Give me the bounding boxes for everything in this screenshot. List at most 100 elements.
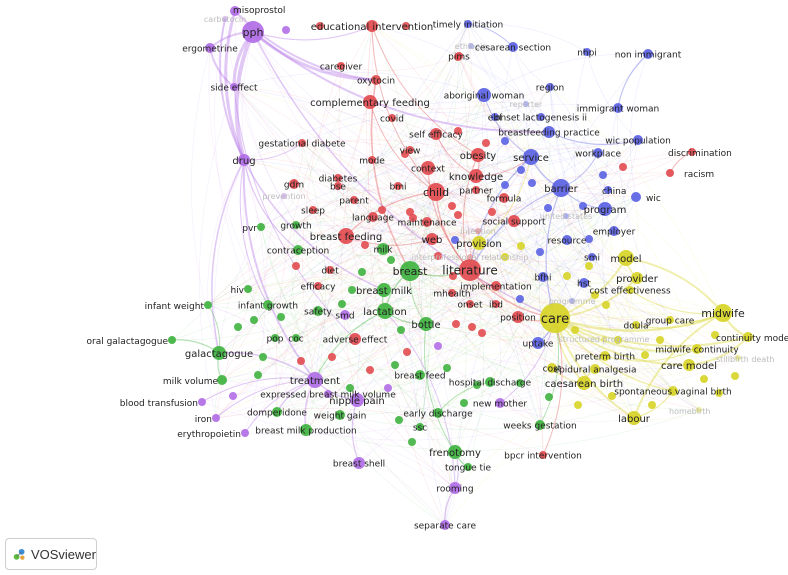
node-resource[interactable] <box>562 235 572 245</box>
unlabeled-node[interactable] <box>585 262 593 270</box>
node-wic[interactable] <box>631 192 641 202</box>
node-breast-milk-production[interactable] <box>300 424 312 436</box>
node-complementary-feeding[interactable] <box>363 95 377 109</box>
node-midwife-continuity[interactable] <box>692 344 702 354</box>
unlabeled-node[interactable] <box>452 320 460 328</box>
unlabeled-node[interactable] <box>406 208 414 216</box>
node-misoprostol[interactable] <box>230 6 240 16</box>
node-early-discharge[interactable] <box>433 408 443 418</box>
node-breast-milk[interactable] <box>377 283 391 297</box>
unlabeled-node[interactable] <box>711 331 719 339</box>
node-immigrant-woman[interactable] <box>613 103 623 113</box>
node-web[interactable] <box>426 233 438 245</box>
node-diabetes[interactable] <box>334 174 342 182</box>
node-milk-volume[interactable] <box>217 375 227 385</box>
unlabeled-node[interactable] <box>250 316 258 324</box>
unlabeled-node[interactable] <box>254 371 262 379</box>
node-labour[interactable] <box>627 411 641 425</box>
node-caregiver[interactable] <box>337 62 345 70</box>
node-implementation[interactable] <box>491 281 501 291</box>
node-galactagogue[interactable] <box>212 346 226 360</box>
node-wic-population[interactable] <box>633 135 643 145</box>
unlabeled-node[interactable] <box>602 301 610 309</box>
unlabeled-node[interactable] <box>259 353 267 361</box>
node-ergometrine[interactable] <box>205 43 215 53</box>
node-diet[interactable] <box>326 266 334 274</box>
node-expressed-breast-milk-volume[interactable] <box>324 390 332 398</box>
node-coc[interactable] <box>292 334 300 342</box>
node-interprofessional-relationship[interactable] <box>467 254 473 260</box>
node-partner[interactable] <box>472 186 480 194</box>
node-discrimination[interactable] <box>688 148 696 156</box>
node-pims[interactable] <box>455 52 463 60</box>
unlabeled-node[interactable] <box>408 438 416 446</box>
unlabeled-node[interactable] <box>378 206 386 214</box>
node-smd[interactable] <box>340 310 350 320</box>
node-nhpi[interactable] <box>583 48 591 56</box>
unlabeled-node[interactable] <box>387 256 395 264</box>
node-hospital-discharge[interactable] <box>485 377 495 387</box>
node-separate-care[interactable] <box>440 520 450 530</box>
unlabeled-node[interactable] <box>434 252 442 260</box>
node-racism[interactable] <box>666 169 674 177</box>
unlabeled-node[interactable] <box>478 329 486 337</box>
node-sleep[interactable] <box>309 206 317 214</box>
node-smi[interactable] <box>588 253 596 261</box>
unlabeled-node[interactable] <box>473 381 481 389</box>
unlabeled-node[interactable] <box>449 272 457 280</box>
unlabeled-node[interactable] <box>488 208 496 216</box>
node-care-model[interactable] <box>683 359 695 371</box>
node-breastfeeding-practice[interactable] <box>543 126 555 138</box>
unlabeled-node[interactable] <box>501 181 509 189</box>
unlabeled-node[interactable] <box>282 26 290 34</box>
node-spontaneous-vaginal-birth[interactable] <box>668 386 678 396</box>
unlabeled-node[interactable] <box>409 214 417 222</box>
unlabeled-node[interactable] <box>516 379 524 387</box>
unlabeled-node[interactable] <box>501 253 509 261</box>
node-social-support[interactable] <box>508 215 520 227</box>
unlabeled-node[interactable] <box>591 291 599 299</box>
node-programme[interactable] <box>569 298 575 304</box>
unlabeled-node[interactable] <box>391 361 399 369</box>
node-contraception[interactable] <box>293 245 303 255</box>
node-bpcr-intervention[interactable] <box>539 451 547 459</box>
node-prevention[interactable] <box>281 193 287 199</box>
node-provision[interactable] <box>472 236 486 250</box>
node-parent[interactable] <box>350 196 358 204</box>
unlabeled-node[interactable] <box>346 384 354 392</box>
unlabeled-node[interactable] <box>403 348 411 356</box>
node-onset[interactable] <box>466 300 474 308</box>
node-oxytocin[interactable] <box>371 75 381 85</box>
node-region[interactable] <box>546 83 554 91</box>
unlabeled-node[interactable] <box>544 204 552 212</box>
node-formula[interactable] <box>499 193 509 203</box>
node-nipple-pain[interactable] <box>350 393 364 407</box>
node-gestational-diabete[interactable] <box>298 139 306 147</box>
unlabeled-node[interactable] <box>358 268 366 276</box>
unlabeled-node[interactable] <box>328 353 336 361</box>
node-reporter[interactable] <box>523 101 529 107</box>
node-blood-transfusion[interactable] <box>198 398 206 406</box>
node-onset-lactogenesis-ii[interactable] <box>537 113 545 121</box>
node-infant-weight[interactable] <box>204 301 212 309</box>
unlabeled-node[interactable] <box>536 248 544 256</box>
unlabeled-node[interactable] <box>397 326 405 334</box>
node-domperidone[interactable] <box>272 407 282 417</box>
unlabeled-node[interactable] <box>501 137 509 145</box>
node-obesity[interactable] <box>471 148 485 162</box>
unlabeled-node[interactable] <box>656 336 664 344</box>
unlabeled-node[interactable] <box>468 323 476 331</box>
unlabeled-node[interactable] <box>482 139 490 147</box>
unlabeled-node[interactable] <box>316 22 324 30</box>
node-program[interactable] <box>598 202 612 216</box>
unlabeled-node[interactable] <box>460 399 468 407</box>
unlabeled-node[interactable] <box>517 166 525 174</box>
unlabeled-node[interactable] <box>517 242 525 250</box>
node-safety[interactable] <box>313 306 323 316</box>
node-milk[interactable] <box>377 243 389 255</box>
node-child[interactable] <box>427 183 445 201</box>
unlabeled-node[interactable] <box>384 384 392 392</box>
node-aboriginal-woman[interactable] <box>477 88 491 102</box>
node-timely-initiation[interactable] <box>464 20 472 28</box>
node-breast-feeding[interactable] <box>338 228 354 244</box>
